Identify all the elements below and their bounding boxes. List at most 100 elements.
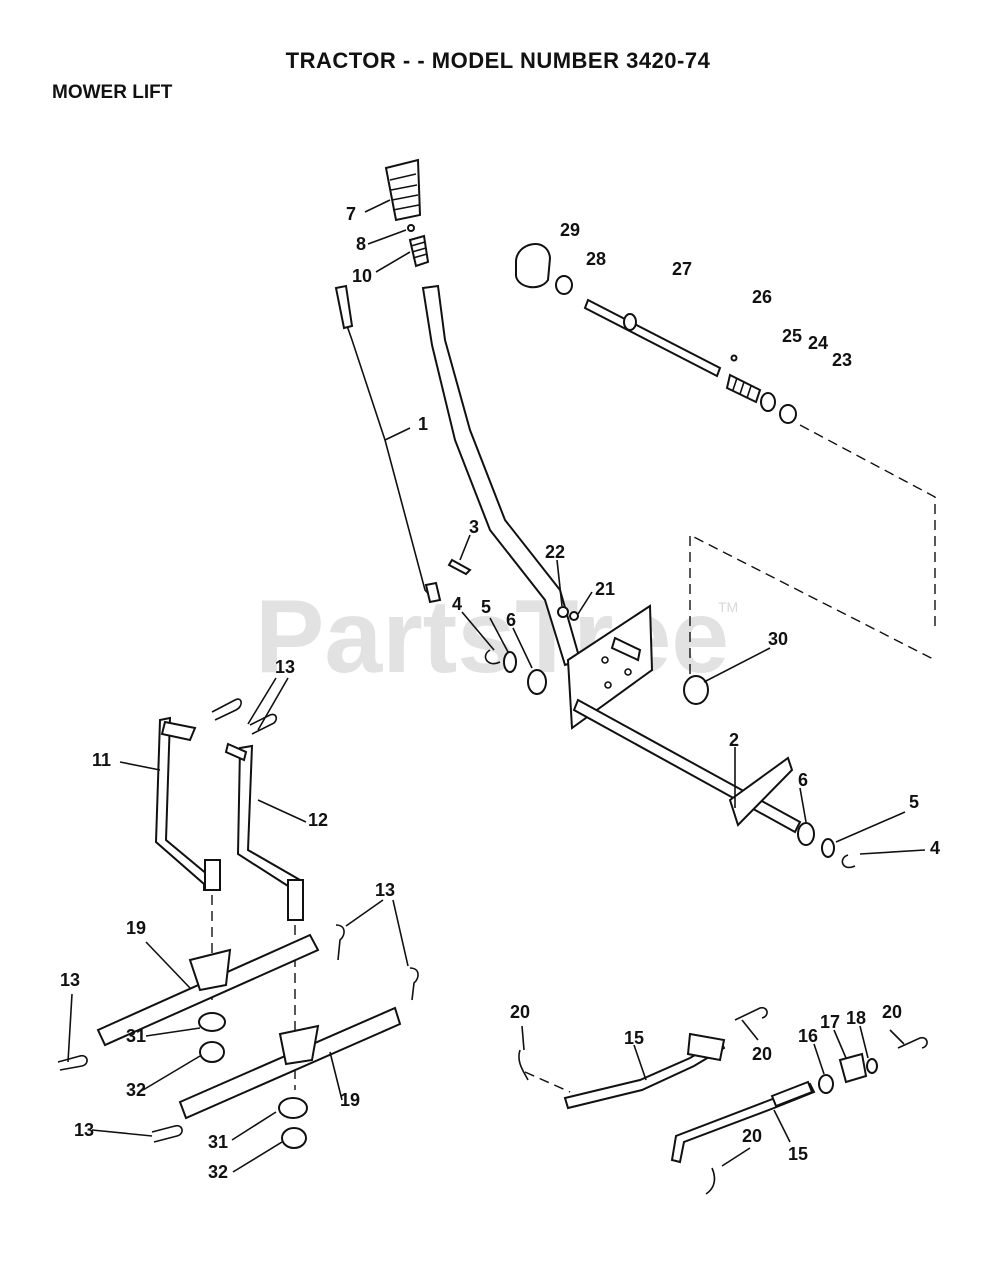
threaded-rod-part-27 (583, 298, 722, 378)
cotter-pin-part-13-b (249, 713, 278, 735)
handle-grip-part (384, 158, 422, 222)
callout-1: 1 (418, 414, 428, 434)
washer-part-5-right (821, 838, 835, 858)
callout-23: 23 (832, 350, 852, 370)
callout-12: 12 (308, 810, 328, 830)
release-rod-part (339, 287, 433, 599)
washer-part-24 (760, 392, 776, 412)
hairpin-clip-part-13-c (57, 1054, 88, 1071)
callout-6-left: 6 (506, 610, 516, 630)
callout-4-left: 4 (452, 594, 462, 614)
knob-part-30 (683, 675, 709, 705)
callout-20-mid: 20 (752, 1044, 772, 1064)
callout-31-upper: 31 (126, 1026, 146, 1046)
lift-arm-19-lower-hub (278, 1024, 320, 1066)
callout-21: 21 (595, 579, 615, 599)
callout-20-right: 20 (882, 1002, 902, 1022)
callout-13-top: 13 (275, 657, 295, 677)
lift-link-12-thread (287, 879, 304, 921)
washer-part-5 (503, 651, 517, 673)
assembly-line-lower (689, 533, 936, 690)
leader-lines (67, 199, 926, 1173)
callout-13-left: 13 (60, 970, 80, 990)
callout-6-right: 6 (798, 770, 808, 790)
hairpin-clip-part-13-a (335, 924, 345, 961)
callout-3: 3 (469, 517, 479, 537)
washer-part-28 (555, 275, 573, 295)
trunnion-part-17 (838, 1052, 868, 1084)
lift-link-11-top (160, 720, 197, 742)
lift-shaft-part (572, 698, 802, 834)
callout-31-lower: 31 (208, 1132, 228, 1152)
cotter-pin-part-13 (211, 698, 242, 721)
callout-11: 11 (92, 750, 111, 770)
lift-link-11-thread (204, 859, 221, 891)
lift-arm-part-19-upper (96, 933, 320, 1047)
pin-part (447, 558, 472, 576)
adjustment-knob-part-29 (515, 243, 552, 289)
callout-27: 27 (672, 259, 692, 279)
callout-29: 29 (560, 220, 580, 240)
lift-link-12-top (224, 742, 248, 762)
callout-10: 10 (352, 266, 372, 286)
callout-19-upper: 19 (126, 918, 146, 938)
callout-26: 26 (752, 287, 772, 307)
callout-30: 30 (768, 629, 788, 649)
spring-part (408, 234, 430, 268)
watermark-tm: TM (718, 599, 738, 615)
nut-part-32 (199, 1041, 225, 1063)
callout-20-left: 20 (510, 1002, 530, 1022)
cotter-pin-part-20-a (518, 1049, 529, 1081)
callout-2: 2 (729, 730, 739, 750)
cotter-pin-part-20-c (897, 1036, 928, 1049)
callout-28: 28 (586, 249, 606, 269)
lift-arm-19-upper-hub (188, 948, 232, 992)
callout-25: 25 (782, 326, 802, 346)
assembly-line-upper (799, 424, 936, 630)
ball-part (407, 224, 415, 232)
release-rod-top (334, 284, 354, 330)
washer-part-16 (818, 1074, 834, 1094)
callout-13-bottom: 13 (74, 1120, 94, 1140)
nut-part-18 (866, 1058, 878, 1074)
cotter-pin-part-20-d (705, 1167, 716, 1195)
callout-22: 22 (545, 542, 565, 562)
pivot-bracket-plate (566, 604, 654, 730)
shaft-bracket-arm (728, 756, 794, 827)
link-rod-15-bracket (686, 1032, 726, 1062)
callout-18: 18 (846, 1008, 866, 1028)
callout-16: 16 (798, 1026, 818, 1046)
callout-15-lower: 15 (788, 1144, 808, 1164)
pin-part-26 (730, 354, 738, 362)
clip-part-4 (484, 649, 501, 665)
section-subtitle: MOWER LIFT (52, 82, 173, 103)
bracket-stud (610, 636, 642, 662)
nut-part-23 (779, 404, 797, 424)
spacer-part-31 (198, 1012, 226, 1032)
hairpin-clip-part-13-b (409, 967, 419, 1001)
hairpin-clip-part-13-d (151, 1124, 183, 1143)
rod-collar (623, 313, 637, 331)
nut-part-32-b (281, 1127, 307, 1149)
diagram-title: TRACTOR - - MODEL NUMBER 3420-74 (285, 48, 711, 73)
callout-17: 17 (820, 1012, 840, 1032)
spacer-part-31-b (278, 1097, 308, 1119)
spring-part-25 (725, 373, 762, 404)
bushing-part-6 (527, 669, 547, 695)
rod-spring (770, 1080, 814, 1108)
clip-part-4-right (841, 854, 856, 869)
callout-32-upper: 32 (126, 1080, 146, 1100)
callout-5-left: 5 (481, 597, 491, 617)
cotter-pin-part-20-b (734, 1006, 768, 1021)
assembly-line-rod-15 (524, 1071, 571, 1093)
callout-19-lower: 19 (340, 1090, 360, 1110)
callout-7: 7 (346, 204, 356, 224)
link-rod-part-15-upper (563, 1038, 726, 1110)
release-rod-end (424, 581, 442, 604)
callout-15-upper: 15 (624, 1028, 644, 1048)
callout-32-lower: 32 (208, 1162, 228, 1182)
callout-4-right: 4 (930, 838, 940, 858)
watermark-text: PartsTree (255, 579, 729, 695)
callout-24: 24 (808, 333, 828, 353)
